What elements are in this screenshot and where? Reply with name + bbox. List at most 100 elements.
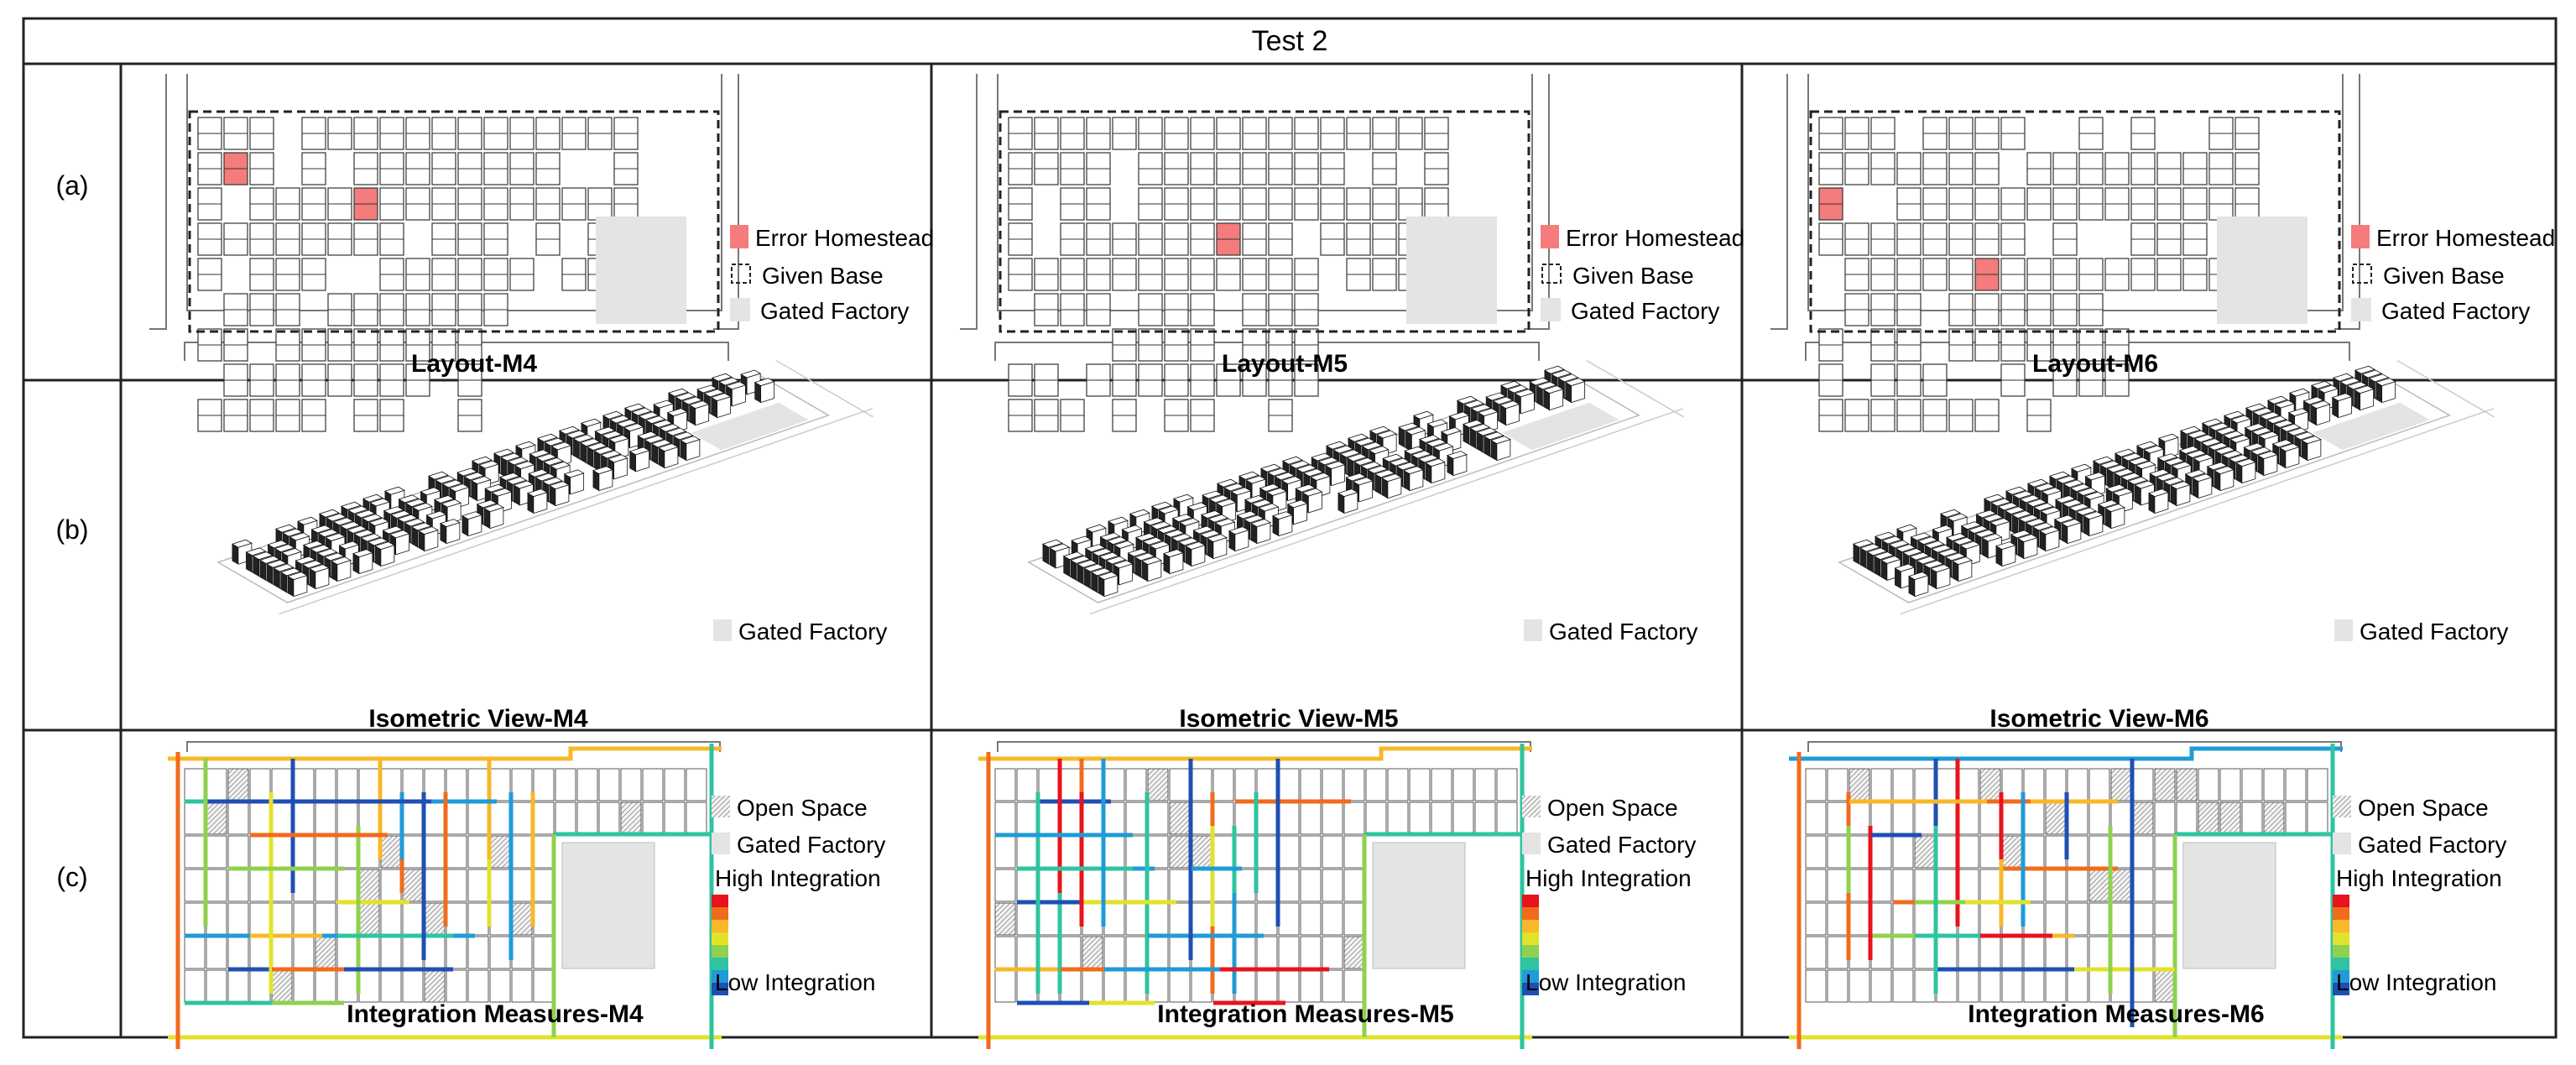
- homestead: [1278, 768, 1300, 801]
- integration-ramp-step: [712, 895, 728, 907]
- homestead: [1474, 801, 1496, 835]
- building-roof: [2114, 448, 2135, 457]
- building-roof: [2134, 480, 2156, 489]
- homestead: [271, 936, 293, 969]
- building-roof: [2280, 423, 2302, 432]
- homestead: [1212, 835, 1234, 869]
- building-roof: [1564, 378, 1586, 387]
- homestead: [1343, 969, 1365, 1003]
- building-roof: [1873, 551, 1895, 561]
- building-roof: [2206, 462, 2228, 471]
- street-line: [1805, 342, 2350, 361]
- integration-ramp-step: [712, 907, 728, 920]
- homestead: [2067, 936, 2088, 969]
- homestead: [1103, 768, 1125, 801]
- homestead: [1234, 936, 1256, 969]
- homestead: [358, 768, 380, 801]
- building-roof: [2113, 468, 2135, 478]
- homestead: [1474, 768, 1496, 801]
- homestead: [1827, 902, 1849, 936]
- building-roof: [725, 381, 747, 390]
- building-roof: [273, 563, 295, 572]
- integration-ramp-step: [712, 983, 728, 995]
- homestead: [184, 969, 206, 1003]
- building-roof: [2010, 530, 2031, 539]
- building-roof: [1049, 543, 1071, 552]
- building-roof: [1426, 419, 1448, 428]
- building-roof: [266, 559, 288, 568]
- building-roof: [1105, 556, 1127, 565]
- building-roof: [1894, 563, 1916, 572]
- building-roof: [1916, 536, 1938, 546]
- homestead: [2067, 768, 2088, 801]
- building-roof: [332, 517, 354, 526]
- building-roof: [2169, 481, 2191, 490]
- building-roof: [665, 427, 687, 436]
- homestead: [664, 768, 686, 801]
- building-roof: [245, 547, 267, 556]
- building-roof: [1983, 493, 2005, 503]
- homestead: [467, 801, 489, 835]
- homestead: [1979, 835, 2001, 869]
- homestead: [315, 801, 336, 835]
- homestead: [994, 801, 1016, 835]
- building-roof: [2075, 507, 2097, 516]
- building-roof: [1353, 457, 1374, 466]
- homestead: [1958, 869, 1979, 902]
- building-roof: [2259, 411, 2281, 420]
- building-roof: [2120, 472, 2141, 481]
- homestead: [2001, 768, 2023, 801]
- open-space: [2154, 969, 2176, 1003]
- building-roof: [601, 431, 623, 440]
- homestead: [2001, 902, 2023, 936]
- homestead: [358, 969, 380, 1003]
- homestead: [533, 902, 555, 936]
- building-roof: [1960, 521, 1982, 530]
- building-roof: [711, 373, 733, 382]
- homestead: [1016, 969, 1038, 1003]
- homestead: [1234, 902, 1256, 936]
- building-roof: [1483, 431, 1504, 441]
- gray-swatch-icon: [2333, 833, 2351, 854]
- building-roof: [2032, 503, 2054, 511]
- homestead: [1082, 969, 1103, 1003]
- homestead: [2023, 835, 2045, 869]
- homestead: [424, 869, 446, 902]
- homestead: [2088, 768, 2110, 801]
- homestead: [249, 902, 271, 936]
- homestead: [1870, 902, 1892, 936]
- homestead: [293, 869, 315, 902]
- gated-factory: [2313, 402, 2430, 451]
- homestead: [1191, 969, 1212, 1003]
- caption-integration-m4: Integration Measures-M4: [347, 1000, 644, 1028]
- homestead: [1979, 936, 2001, 969]
- building-roof: [1947, 513, 1969, 522]
- homestead: [1936, 969, 1958, 1003]
- building-roof: [2104, 504, 2125, 513]
- open-space: [2219, 801, 2241, 835]
- building-roof: [1202, 490, 1223, 499]
- building-roof: [1238, 471, 1259, 480]
- building-roof: [302, 540, 324, 549]
- building-roof: [1895, 544, 1916, 553]
- building-roof: [361, 514, 383, 523]
- building-roof: [1426, 438, 1447, 447]
- legend-gated-factory: Gated Factory: [738, 619, 887, 645]
- building-roof: [1186, 502, 1208, 511]
- integration-ramp-step: [1522, 958, 1539, 970]
- street-line: [713, 74, 739, 330]
- open-space: [424, 902, 446, 936]
- building-roof: [2318, 384, 2339, 394]
- homestead: [1256, 936, 1278, 969]
- building-roof: [1098, 551, 1120, 561]
- homestead: [1387, 801, 1409, 835]
- building-roof: [373, 541, 395, 551]
- street-line: [1900, 408, 2495, 615]
- building-roof: [404, 518, 425, 527]
- error-swatch-icon: [2351, 225, 2370, 248]
- building-roof: [679, 436, 701, 445]
- homestead: [1278, 936, 1300, 969]
- building-roof: [425, 510, 447, 519]
- building-roof: [659, 423, 681, 432]
